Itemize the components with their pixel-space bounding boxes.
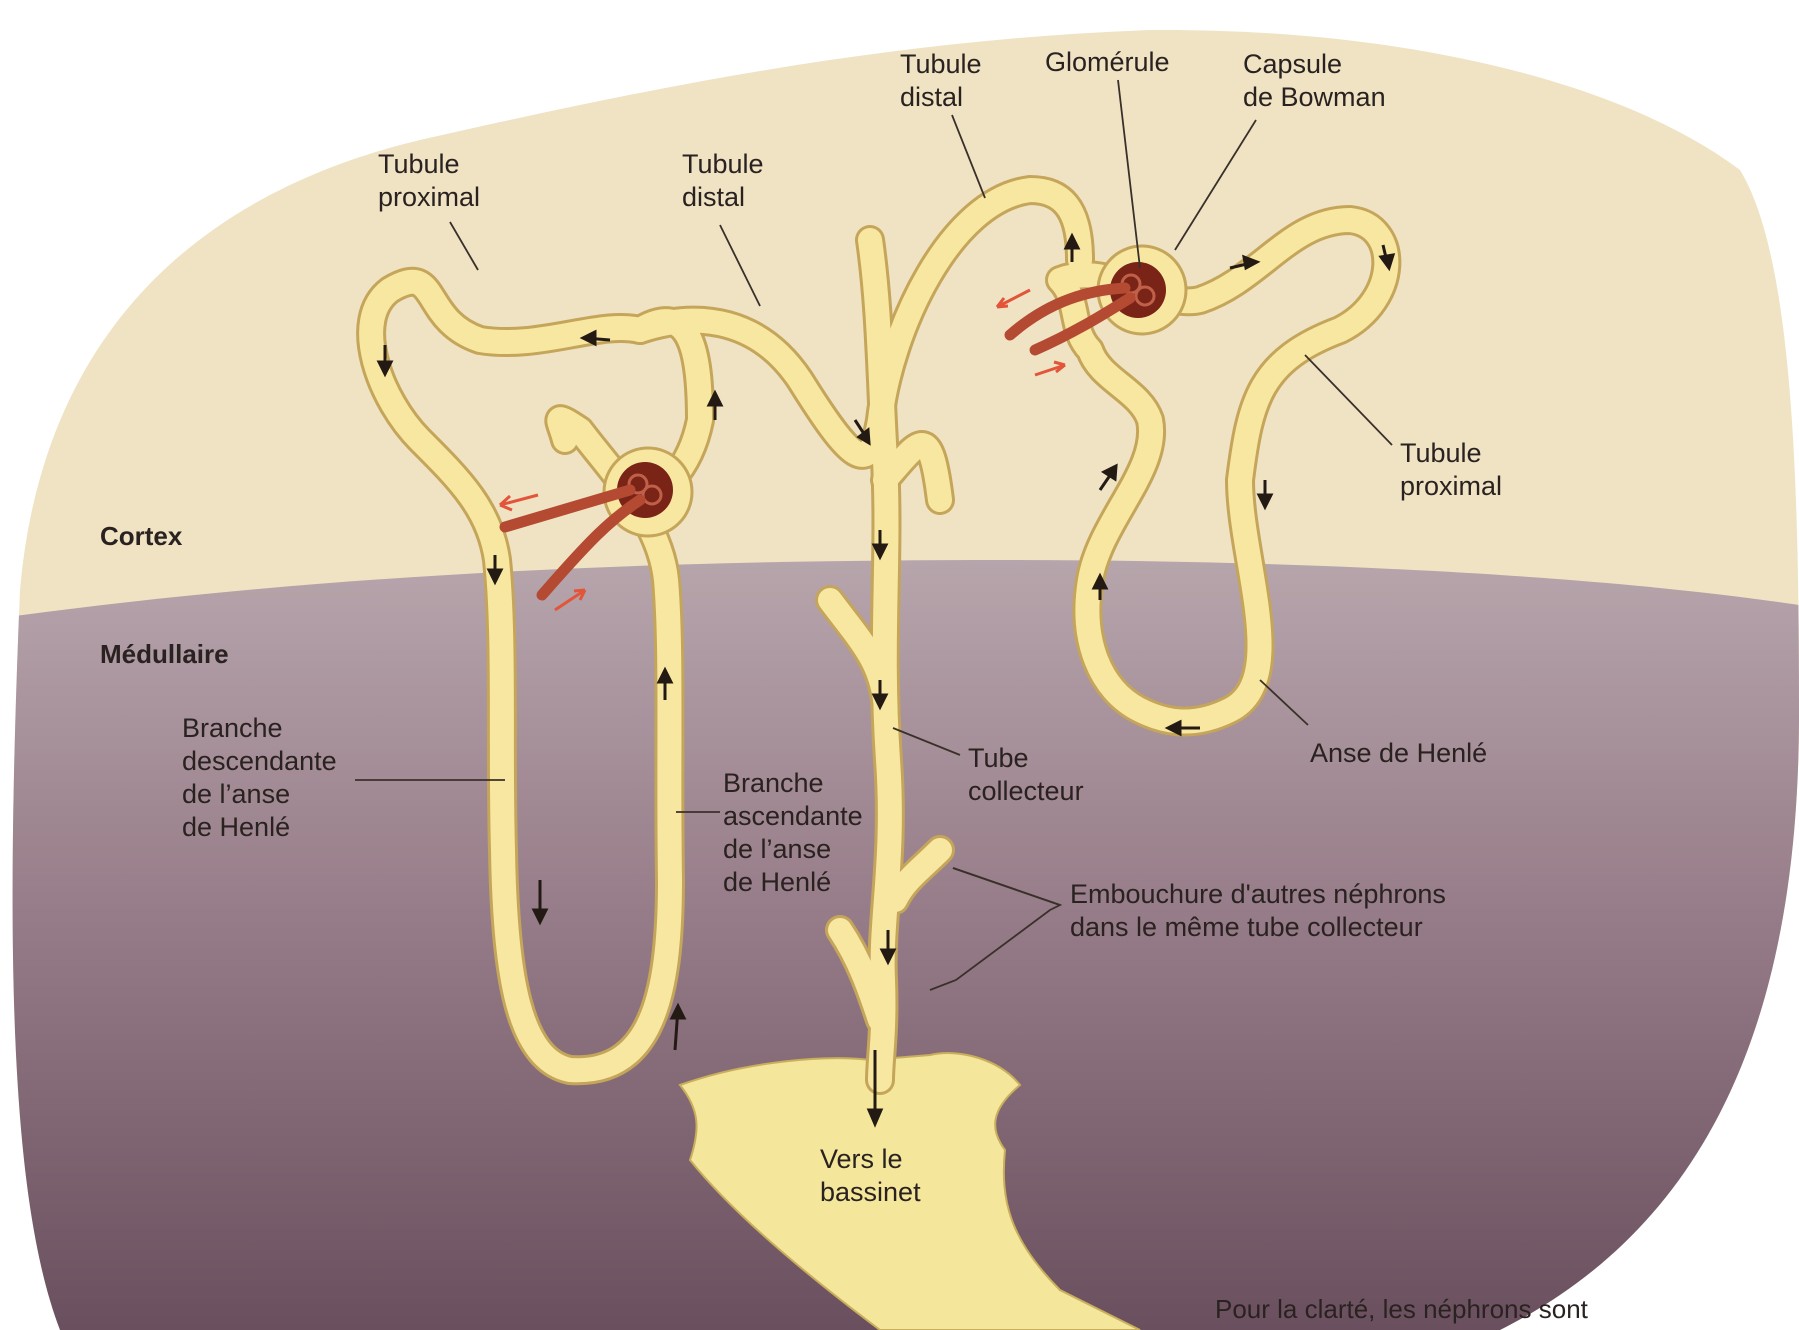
- anse-henle-label: Anse de Henlé: [1310, 737, 1487, 770]
- tubule-proximal-left-label: Tubule proximal: [378, 148, 480, 214]
- branche-ascendante-label: Branche ascendante de l’anse de Henlé: [723, 767, 863, 899]
- medullaire-label: Médullaire: [100, 638, 229, 671]
- tube-collecteur-label: Tube collecteur: [968, 742, 1084, 808]
- capsule-bowman-label: Capsule de Bowman: [1243, 48, 1386, 114]
- glomerule-label: Glomérule: [1045, 46, 1170, 79]
- tubule-proximal-right-label: Tubule proximal: [1400, 437, 1502, 503]
- branche-descendante-label: Branche descendante de l’anse de Henlé: [182, 712, 337, 844]
- footnote: Pour la clarté, les néphrons sont: [1215, 1293, 1588, 1326]
- tubule-distal-left-label: Tubule distal: [682, 148, 764, 214]
- tubule-distal-top-label: Tubule distal: [900, 48, 982, 114]
- cortex-label: Cortex: [100, 520, 182, 553]
- vers-bassinet-label: Vers le bassinet: [820, 1143, 921, 1209]
- embouchure-label: Embouchure d'autres néphrons dans le mêm…: [1070, 878, 1446, 944]
